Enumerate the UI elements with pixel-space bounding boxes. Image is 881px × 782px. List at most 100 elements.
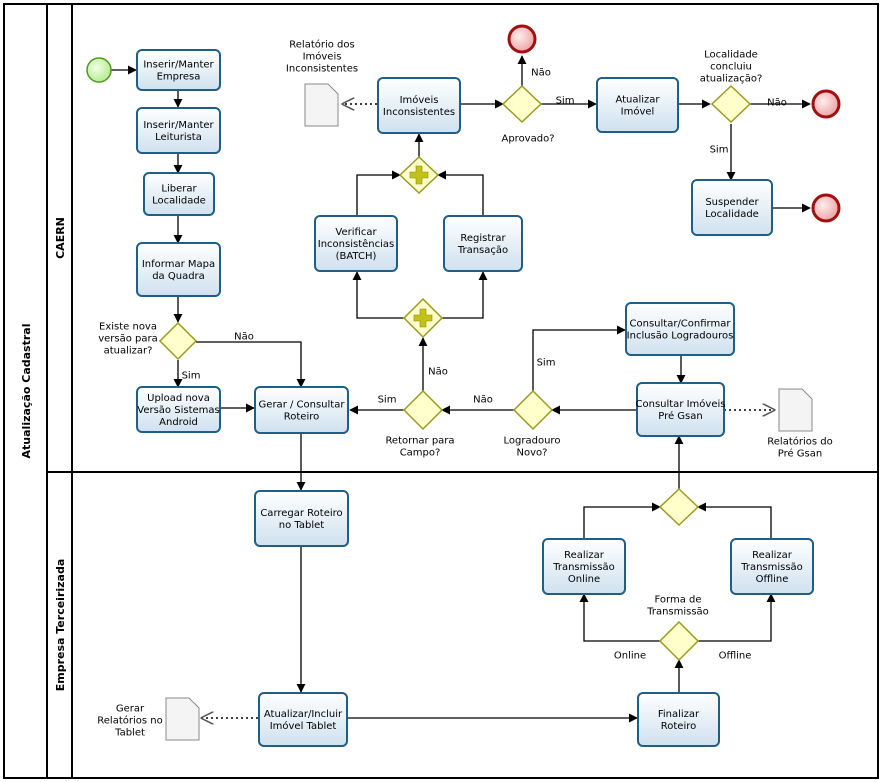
task-label-line: Inserir/Manter	[143, 60, 214, 71]
flow-label-offline: Offline	[719, 651, 752, 662]
gateways	[158, 84, 752, 662]
document-icon	[165, 697, 200, 741]
gateway-label-line: concluiu	[710, 62, 752, 73]
parallel-plus-icons	[409, 165, 433, 328]
gateway-retornar-campo[interactable]	[402, 389, 444, 431]
task-label-line: Android	[159, 417, 198, 428]
task-label-line: Finalizar	[658, 709, 700, 720]
artifact-label-line: Relatório dos	[289, 39, 354, 51]
plus-icon	[409, 165, 429, 185]
start-event[interactable]	[86, 57, 112, 83]
task-label-line: (BATCH)	[336, 251, 377, 262]
end-event-suspended[interactable]	[811, 193, 841, 223]
flow-label-nao: Não	[473, 395, 493, 406]
gateway-join-transmissao[interactable]	[658, 487, 700, 527]
tasks: Inserir/ManterEmpresaInserir/ManterLeitu…	[136, 49, 814, 747]
task-label-line: Roteiro	[284, 412, 319, 423]
task-label-line: Upload nova	[147, 393, 210, 404]
gateway-localidade-concluiu[interactable]	[710, 84, 752, 124]
task-label-line: Offline	[756, 574, 789, 585]
gateway-label-line: atualizar?	[104, 346, 153, 357]
task-label-line: Empresa	[157, 72, 201, 83]
gateway-label-line: versão para	[98, 334, 158, 345]
artifact-label-line: Relatórios no	[97, 715, 162, 727]
task-label-line: Consultar/Confirmar	[630, 319, 732, 330]
flow-label-online: Online	[614, 651, 646, 662]
flow-label-nao: Não	[428, 367, 448, 378]
task-label-line: Inclusão Logradouros	[627, 331, 734, 342]
gateway-label-line: Existe nova	[99, 322, 157, 333]
artifact-label-line: Gerar	[116, 704, 145, 715]
task-label-line: Carregar Roteiro	[260, 508, 342, 519]
pool-title: Atualização Cadastral	[20, 324, 33, 459]
gateway-existe-versao[interactable]	[158, 321, 198, 361]
document-icon	[778, 388, 813, 432]
task-label-line: Versão Sistemas	[137, 405, 219, 416]
task-label-line: Consultar Imóveis	[636, 398, 726, 410]
task-label-line: Informar Mapa	[142, 259, 215, 270]
end-event-not-concluded[interactable]	[811, 89, 841, 119]
associations	[202, 104, 774, 718]
gateway-logradouro-novo[interactable]	[512, 389, 554, 431]
task-label-line: Imóveis	[400, 94, 439, 106]
task-label-line: Localidade	[705, 209, 759, 220]
flow-label-sim: Sim	[710, 145, 729, 156]
lane-title-terceirizada: Empresa Terceirizada	[54, 559, 67, 692]
gateway-label-line: Logradouro	[504, 436, 561, 447]
gateway-aprovado[interactable]	[501, 84, 543, 124]
end-event-rejected[interactable]	[507, 24, 537, 54]
artifact-label-line: Relatórios do	[767, 436, 832, 448]
task-label-line: no Tablet	[279, 520, 324, 531]
flow-label-nao: Não	[234, 332, 254, 343]
gateway-forma-transmissao[interactable]	[658, 620, 700, 662]
artifact-label-line: Tablet	[114, 728, 145, 739]
artifact-label-line: Pré Gsan	[778, 448, 823, 460]
task-label-line: Inconsistências	[318, 238, 394, 250]
gateway-label-line: Localidade	[704, 50, 758, 61]
task-label-line: Registrar	[460, 233, 506, 244]
flow-label-nao: Não	[767, 98, 787, 109]
task-label-line: Atualizar/Incluir	[264, 709, 343, 720]
gateway-label-line: Aprovado?	[501, 134, 554, 145]
gateway-label-line: atualização?	[700, 74, 763, 85]
task-label-line: Transmissão	[552, 562, 615, 573]
task-label-line: Localidade	[152, 196, 206, 207]
plus-icon	[413, 308, 433, 328]
task-label-line: Atualizar	[615, 95, 660, 106]
artifact-label-line: Imóveis	[303, 51, 342, 63]
task-label-line: Verificar	[335, 227, 377, 238]
gateway-label-line: Novo?	[517, 448, 548, 459]
flow-label-sim: Sim	[378, 395, 397, 406]
gateway-label-line: Transmissão	[646, 607, 709, 618]
artifacts	[165, 83, 813, 741]
task-label-line: Realizar	[564, 550, 605, 561]
flow-label-sim: Sim	[182, 371, 201, 382]
document-icon	[304, 83, 339, 127]
task-label-line: Pré Gsan	[658, 410, 703, 422]
task-label-line: Online	[568, 574, 600, 585]
task-label-line: Imóvel	[621, 106, 655, 118]
artifact-label-line: Inconsistentes	[286, 64, 358, 75]
flow-label-nao: Não	[531, 68, 551, 79]
lane-title-caern: CAERN	[54, 217, 67, 259]
